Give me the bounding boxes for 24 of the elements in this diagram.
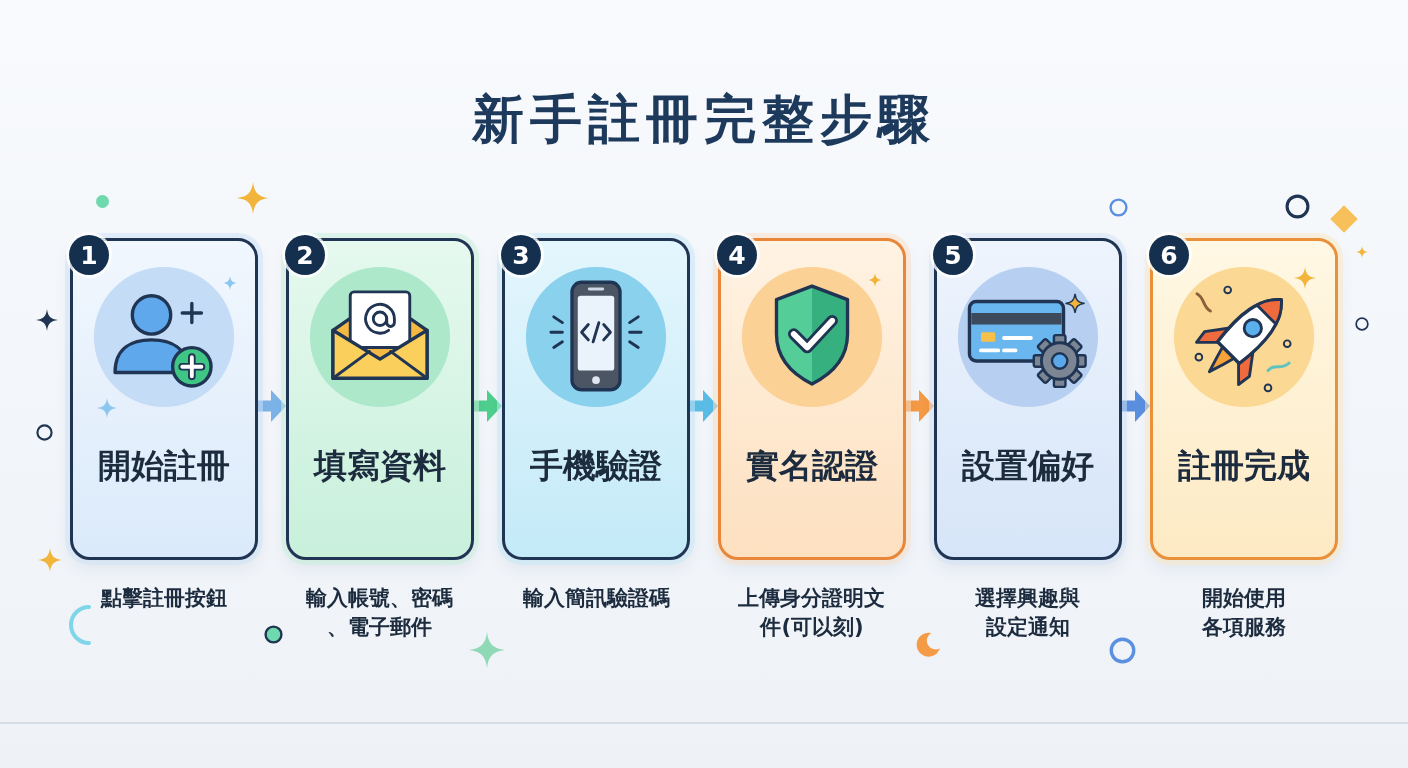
step-number: 6 — [1149, 235, 1189, 275]
arrow — [1122, 390, 1150, 422]
arrow — [906, 390, 934, 422]
step-title: 設置偏好 — [962, 446, 1094, 486]
step-number: 5 — [933, 235, 973, 275]
arrow — [258, 390, 286, 422]
step-description: 開始使用各項服務 — [1201, 585, 1287, 641]
step-number: 2 — [285, 235, 325, 275]
step-description: 輸入簡訊驗證碼 — [522, 585, 670, 612]
arrow — [474, 390, 502, 422]
step-title: 開始註冊 — [98, 446, 230, 486]
step-description: 點擊註冊按鈕 — [101, 585, 227, 612]
step-number: 3 — [501, 235, 541, 275]
step-title: 註冊完成 — [1178, 446, 1310, 486]
arrow — [690, 390, 718, 422]
step-title: 實名認證 — [746, 446, 878, 486]
step-number: 4 — [717, 235, 757, 275]
step-description: 上傳身分證明文件(可以刻) — [737, 585, 887, 641]
step-description: 輸入帳號、密碼、電子郵件 — [305, 585, 455, 641]
step-number: 1 — [69, 235, 109, 275]
step-description: 選擇興趣與設定通知 — [974, 585, 1082, 641]
step-title: 手機驗證 — [530, 446, 662, 486]
step-title: 填寫資料 — [314, 446, 446, 486]
title: 新手註冊完整步驟 — [472, 90, 936, 150]
